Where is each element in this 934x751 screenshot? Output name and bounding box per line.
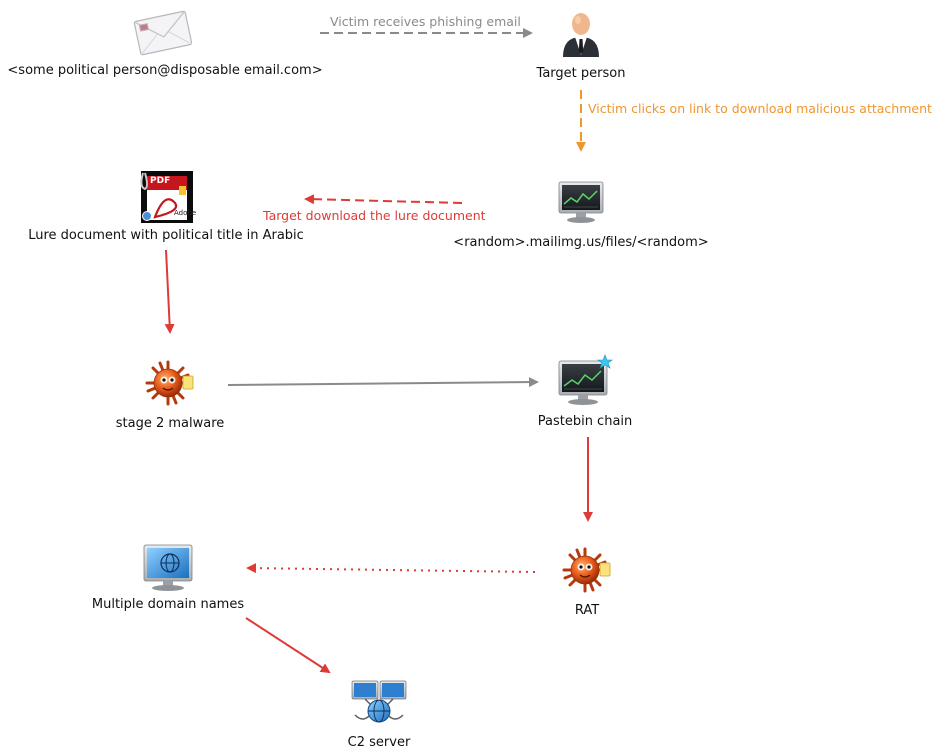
person-icon xyxy=(563,13,599,57)
pdf-document-icon xyxy=(140,171,193,223)
edge-rat-to-domains xyxy=(246,563,536,574)
edge-download xyxy=(304,194,463,205)
rat-malware-icon xyxy=(562,547,611,593)
edge-label-click: Victim clicks on link to download malici… xyxy=(588,101,932,116)
node-label-pastebin: Pastebin chain xyxy=(537,414,633,429)
monitor-icon xyxy=(558,181,604,223)
envelope-icon xyxy=(133,10,193,56)
edge-label-phish: Victim receives phishing email xyxy=(330,14,521,29)
network-server-icon xyxy=(351,680,407,723)
edge-stage2-to-pastebin xyxy=(227,377,539,388)
malware-icon xyxy=(145,360,194,406)
node-label-rat: RAT xyxy=(574,603,600,618)
node-label-email: <some political person@disposable email.… xyxy=(7,63,323,78)
node-label-c2: C2 server xyxy=(347,735,411,750)
pdf-icon-text-bottom: Adobe xyxy=(174,209,197,217)
edge-domains-to-c2 xyxy=(245,617,331,674)
node-label-stage2: stage 2 malware xyxy=(115,416,225,431)
edge-lure-to-stage2 xyxy=(164,249,175,334)
node-label-domains: Multiple domain names xyxy=(91,597,245,612)
edge-label-download: Target download the lure document xyxy=(263,208,486,223)
pdf-icon-text-top: PDF xyxy=(150,176,171,186)
node-label-url: <random>.mailimg.us/files/<random> xyxy=(453,235,709,250)
node-label-target: Target person xyxy=(536,66,626,81)
monitor-globe-icon xyxy=(143,544,193,591)
monitor-star-icon xyxy=(558,354,613,405)
node-label-lure: Lure document with political title in Ar… xyxy=(28,228,304,243)
